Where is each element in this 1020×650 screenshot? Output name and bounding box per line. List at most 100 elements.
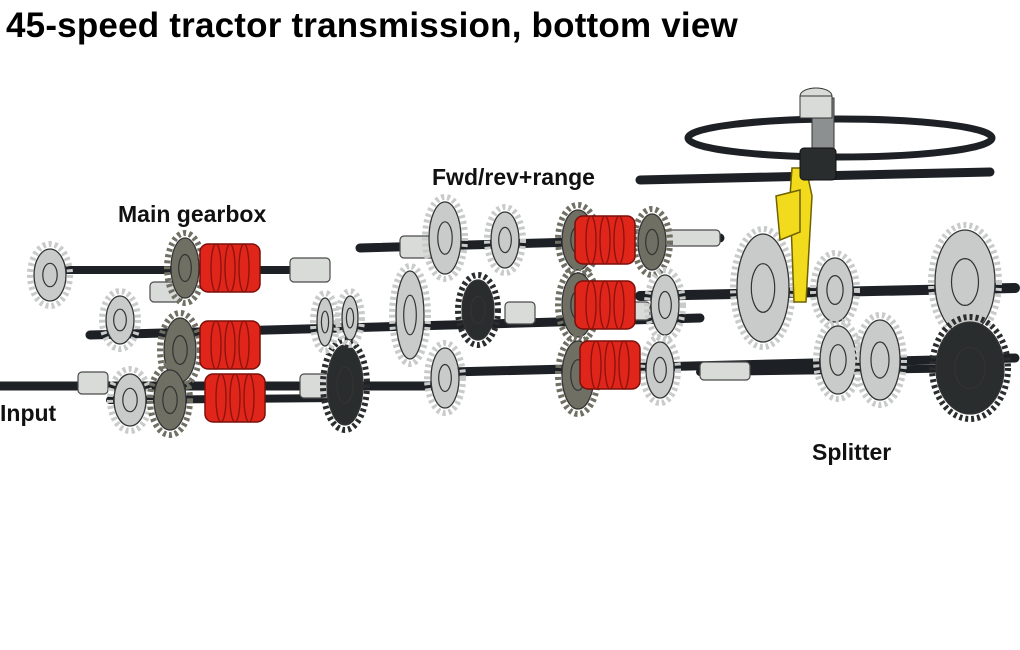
gear-25-hub [950, 258, 980, 307]
clutch-5 [574, 280, 636, 330]
gear-8-body [341, 295, 359, 341]
clutch-body-5 [574, 280, 636, 330]
clutch-ridge-2-2 [224, 320, 236, 370]
gear-18 [631, 206, 673, 278]
gear-22-hub [826, 275, 844, 306]
gear-18-hub [645, 228, 659, 256]
gear-1-hub [42, 262, 58, 288]
gear-13-hub [470, 295, 486, 325]
gear-26-body [935, 321, 1005, 415]
gear-2-body [105, 295, 135, 345]
gear-13 [455, 272, 501, 348]
clutch-2 [199, 320, 261, 370]
gear-7-body [326, 344, 364, 426]
label-splitter: Splitter [812, 439, 892, 465]
clutch-body-6 [579, 340, 641, 390]
gear-11-body [395, 270, 425, 360]
gear-22-body [816, 257, 854, 323]
gear-4 [164, 230, 206, 306]
clutch-ridge-2-3 [238, 320, 250, 370]
gear-12-hub [438, 363, 452, 393]
gear-14-body [490, 211, 520, 269]
clutch-ridge-6-1 [590, 340, 602, 390]
clutch-ridge-2-1 [210, 320, 222, 370]
gear-26 [929, 314, 1011, 422]
gear-22 [810, 250, 860, 330]
gear-9-teeth [310, 290, 340, 354]
clutch-ridge-3-1 [215, 373, 227, 423]
gear-7-hub [336, 366, 354, 404]
gear-group [27, 147, 1011, 438]
gear-2-teeth [99, 288, 141, 352]
gear-24 [853, 312, 907, 408]
gear-2 [99, 288, 141, 352]
gear-12 [424, 340, 466, 416]
gear-23-hub [829, 344, 847, 376]
clutch-3 [204, 373, 266, 423]
gear-9-body [316, 297, 334, 347]
gear-4-body [170, 237, 200, 299]
diagram-title: 45-speed tractor transmission, bottom vi… [6, 6, 738, 45]
gear-10 [422, 194, 468, 282]
clutch-ridge-5-2 [599, 280, 611, 330]
gear-6-body [153, 369, 187, 431]
lever-plate [775, 189, 801, 242]
gear-8-teeth [335, 288, 365, 348]
gear-11-hub [403, 294, 417, 336]
gear-7-teeth [320, 337, 370, 433]
gear-19 [644, 267, 686, 343]
gear-13-body [461, 279, 495, 341]
clutch-ridge-3-3 [243, 373, 255, 423]
gear-26-teeth [929, 314, 1011, 422]
gear-3 [107, 366, 153, 434]
gear-13-teeth [455, 272, 501, 348]
clutch-4 [574, 215, 636, 265]
gear-10-hub [437, 221, 453, 255]
gear-20 [639, 334, 681, 406]
gear-9 [310, 290, 340, 354]
gear-10-body [428, 201, 462, 275]
gear-11 [389, 263, 431, 367]
clutch-body-2 [199, 320, 261, 370]
gear-1-teeth [27, 241, 73, 309]
gear-3-teeth [107, 366, 153, 434]
gear-21-hub [750, 263, 776, 313]
shift-lever [775, 147, 837, 303]
clutch-ridge-3-2 [229, 373, 241, 423]
gear-6 [147, 362, 193, 438]
gear-20-body [645, 341, 675, 399]
gear-5-hub [172, 335, 188, 366]
label-fwd-rev-range: Fwd/rev+range [432, 164, 595, 190]
bushing-1 [289, 257, 331, 283]
clutch-ridge-4-3 [613, 215, 625, 265]
clutch-ridge-5-3 [613, 280, 625, 330]
clutch-ridge-4-2 [599, 215, 611, 265]
gear-2-hub [113, 308, 127, 332]
lever-connector [799, 147, 837, 181]
gear-24-hub [870, 341, 890, 379]
gear-8-hub [345, 307, 355, 329]
bushing-7 [77, 371, 109, 395]
gear-21 [730, 226, 796, 350]
gear-3-hub [122, 387, 138, 413]
gear-3-body [113, 373, 147, 427]
gear-24-teeth [853, 312, 907, 408]
gear-14-teeth [484, 204, 526, 276]
pulley-body [799, 95, 833, 119]
clutch-ridge-1-2 [224, 243, 236, 293]
gear-26-hub [954, 346, 986, 390]
label-main-gearbox: Main gearbox [118, 201, 267, 227]
gear-19-hub [658, 290, 672, 320]
clutch-ridge-6-2 [604, 340, 616, 390]
bushing-3 [504, 301, 536, 325]
gear-20-hub [653, 356, 667, 384]
clutch-body-1 [199, 243, 261, 293]
gear-18-body [637, 213, 667, 271]
clutch-ridge-6-3 [618, 340, 630, 390]
label-input: Input [0, 400, 57, 426]
gear-12-body [430, 347, 460, 409]
clutch-ridge-5-1 [585, 280, 597, 330]
gear-9-hub [320, 310, 330, 334]
gear-22-teeth [810, 250, 860, 330]
